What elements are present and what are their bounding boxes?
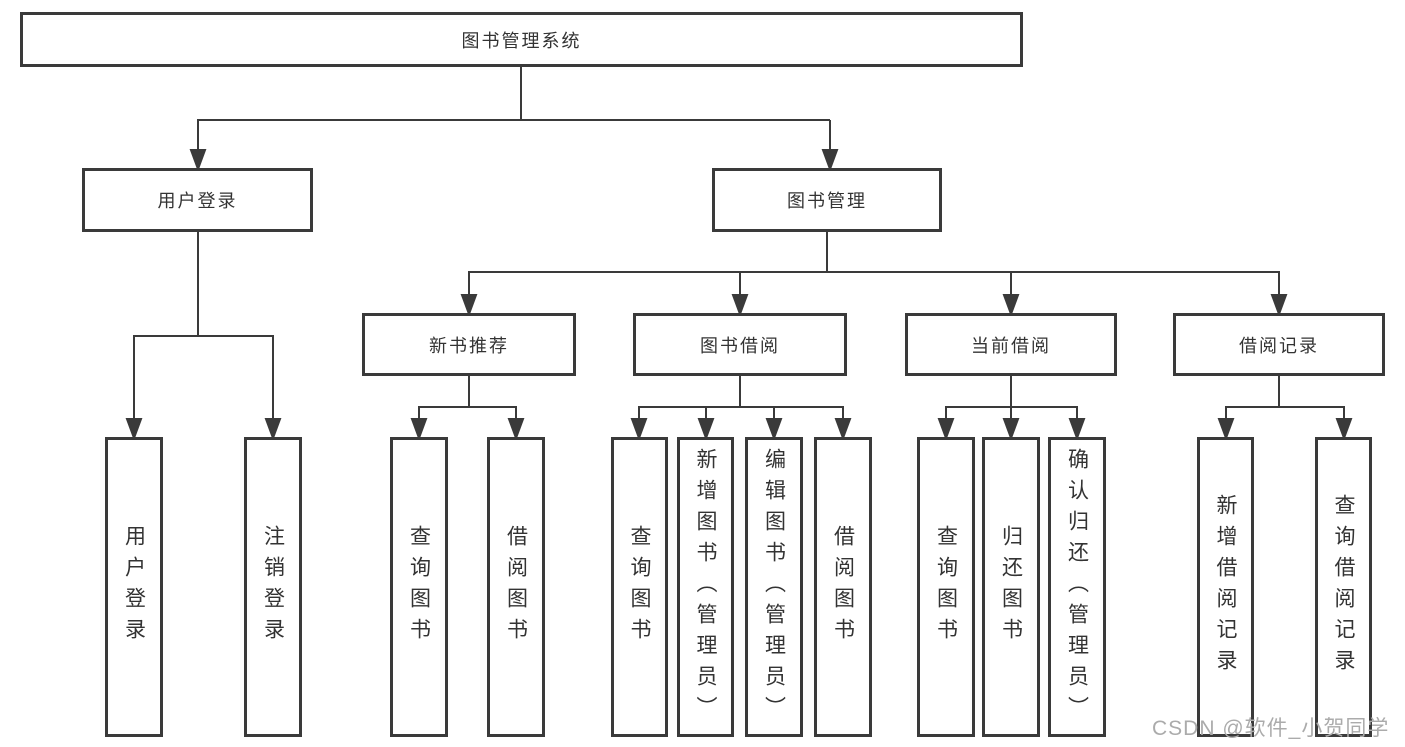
node-new-book-recommend: 新书推荐	[362, 313, 576, 376]
leaf-newrec-query-books: 查询图书	[390, 437, 448, 737]
leaf-borrow-query-books: 查询图书	[611, 437, 668, 737]
leaf-borrow-add-books-admin: 新增图书（管理员）	[677, 437, 734, 737]
leaf-current-return-books: 归还图书	[982, 437, 1040, 737]
node-current-borrow: 当前借阅	[905, 313, 1117, 376]
leaf-current-confirm-return-admin: 确认归还（管理员）	[1048, 437, 1106, 737]
leaf-borrow-edit-books-admin: 编辑图书（管理员）	[745, 437, 803, 737]
leaf-logout: 注销登录	[244, 437, 302, 737]
leaf-records-add-record: 新增借阅记录	[1197, 437, 1254, 737]
leaf-newrec-borrow-books: 借阅图书	[487, 437, 545, 737]
leaf-user-login: 用户登录	[105, 437, 163, 737]
node-user-login: 用户登录	[82, 168, 313, 232]
node-book-borrow: 图书借阅	[633, 313, 847, 376]
leaf-current-return-books-label: 归还图书	[999, 525, 1023, 649]
leaf-records-query-record: 查询借阅记录	[1315, 437, 1372, 737]
leaf-borrow-borrow-books: 借阅图书	[814, 437, 872, 737]
leaf-borrow-add-books-admin-label: 新增图书（管理员）	[694, 447, 717, 727]
node-borrow-records: 借阅记录	[1173, 313, 1385, 376]
watermark: CSDN @软件_小贺同学	[1152, 717, 1390, 740]
leaf-records-query-record-label: 查询借阅记录	[1332, 494, 1355, 680]
node-root: 图书管理系统	[20, 12, 1023, 67]
leaf-borrow-query-books-label: 查询图书	[628, 525, 651, 649]
leaf-borrow-borrow-books-label: 借阅图书	[831, 525, 855, 649]
leaf-user-login-label: 用户登录	[122, 525, 146, 649]
leaf-newrec-query-books-label: 查询图书	[407, 525, 431, 649]
leaf-records-add-record-label: 新增借阅记录	[1214, 494, 1237, 680]
node-book-management: 图书管理	[712, 168, 942, 232]
leaf-current-confirm-return-admin-label: 确认归还（管理员）	[1065, 447, 1089, 727]
leaf-logout-label: 注销登录	[261, 525, 285, 649]
leaf-current-query-books: 查询图书	[917, 437, 975, 737]
leaf-current-query-books-label: 查询图书	[934, 525, 958, 649]
leaf-newrec-borrow-books-label: 借阅图书	[504, 525, 528, 649]
leaf-borrow-edit-books-admin-label: 编辑图书（管理员）	[762, 447, 786, 727]
